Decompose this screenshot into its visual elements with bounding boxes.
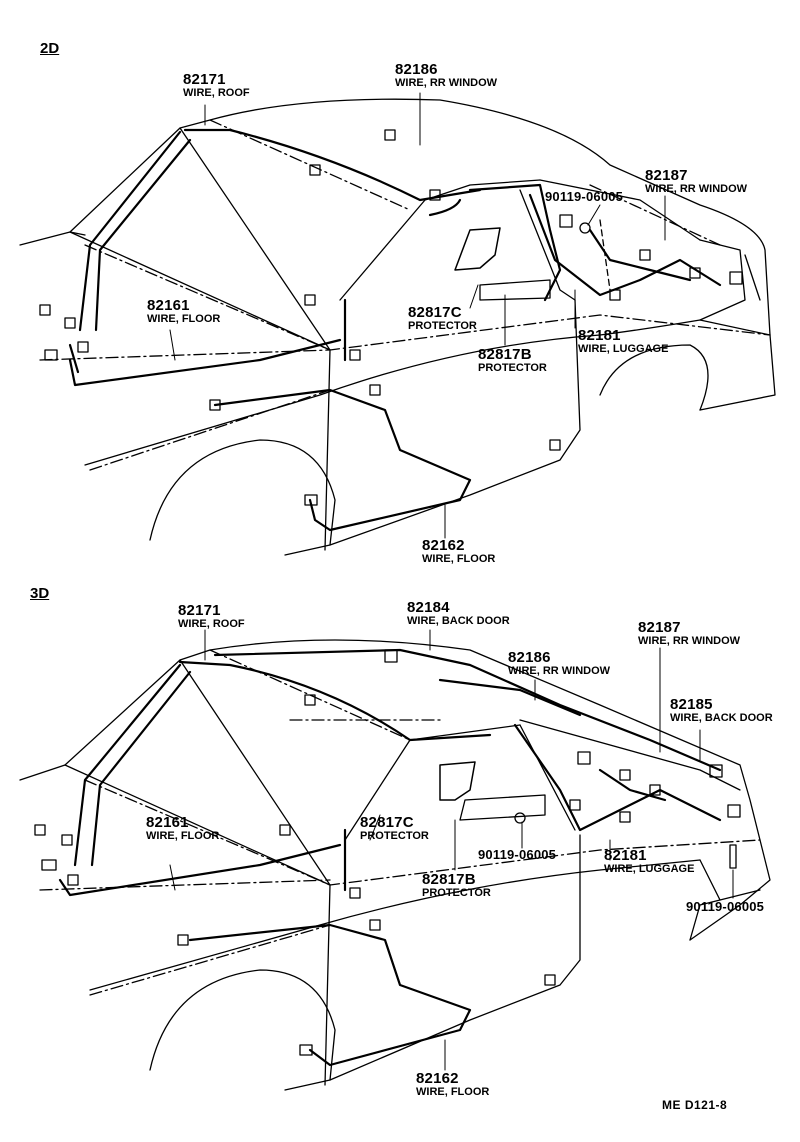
part-description: WIRE, RR WINDOW	[638, 635, 741, 647]
part-number: 82171	[178, 602, 221, 619]
part-number: 82184	[407, 599, 450, 616]
part-description: WIRE, ROOF	[183, 87, 250, 99]
callout-3d-90119-06005-a: 90119-06005	[478, 848, 556, 861]
part-number: 82187	[638, 619, 681, 636]
part-number: 82817B	[478, 346, 532, 363]
car-2d-wires	[68, 128, 722, 532]
part-number: 82817B	[422, 871, 476, 888]
part-number: 90119-06005	[686, 899, 765, 914]
car-3d-body	[19, 639, 771, 1091]
car-2d-connectors	[39, 129, 743, 506]
part-number: 82186	[508, 649, 551, 666]
callout-3d-82187: 82187 WIRE, RR WINDOW	[638, 620, 740, 647]
part-description: WIRE, RR WINDOW	[395, 77, 498, 89]
callout-3d-82817b: 82817B PROTECTOR	[422, 872, 491, 899]
callout-2d-82181: 82181 WIRE, LUGGAGE	[578, 328, 668, 355]
part-description: WIRE, LUGGAGE	[578, 343, 669, 355]
callout-3d-82817c: 82817C PROTECTOR	[360, 815, 429, 842]
callout-3d-82184: 82184 WIRE, BACK DOOR	[407, 600, 510, 627]
part-description: WIRE, RR WINDOW	[508, 665, 611, 677]
part-description: PROTECTOR	[360, 830, 429, 842]
part-description: PROTECTOR	[478, 362, 547, 374]
part-description: PROTECTOR	[422, 887, 491, 899]
part-description: WIRE, BACK DOOR	[670, 712, 773, 724]
part-description: WIRE, FLOOR	[146, 830, 220, 842]
callout-2d-82161: 82161 WIRE, FLOOR	[147, 298, 220, 325]
part-number: 90119-06005	[545, 189, 624, 204]
part-number: 82817C	[360, 814, 414, 831]
part-number: 82187	[645, 167, 688, 184]
callout-3d-90119-06005-b: 90119-06005	[686, 900, 764, 913]
callout-3d-82162: 82162 WIRE, FLOOR	[416, 1071, 489, 1098]
callout-2d-90119-06005: 90119-06005	[545, 190, 623, 203]
callout-3d-82186: 82186 WIRE, RR WINDOW	[508, 650, 610, 677]
part-number: 82181	[578, 327, 621, 344]
car-3d-connectors	[34, 649, 741, 1056]
part-number: 82162	[416, 1070, 459, 1087]
part-description: WIRE, FLOOR	[416, 1086, 490, 1098]
callout-2d-82186: 82186 WIRE, RR WINDOW	[395, 62, 497, 89]
part-number: 82185	[670, 696, 713, 713]
callout-2d-82187: 82187 WIRE, RR WINDOW	[645, 168, 747, 195]
section-label-2d: 2D	[40, 40, 60, 57]
diagram-reference-code: ME D121-8	[662, 1098, 728, 1112]
part-number: 82186	[395, 61, 438, 78]
part-description: WIRE, FLOOR	[422, 553, 496, 565]
part-number: 82161	[146, 814, 189, 831]
part-description: WIRE, ROOF	[178, 618, 245, 630]
callout-2d-82817b: 82817B PROTECTOR	[478, 347, 547, 374]
callout-2d-82817c: 82817C PROTECTOR	[408, 305, 477, 332]
part-number: 90119-06005	[478, 847, 557, 862]
callout-3d-82171: 82171 WIRE, ROOF	[178, 603, 245, 630]
part-description: WIRE, LUGGAGE	[604, 863, 695, 875]
part-number: 82161	[147, 297, 190, 314]
part-number: 82817C	[408, 304, 462, 321]
part-number: 82162	[422, 537, 465, 554]
callout-3d-82181: 82181 WIRE, LUGGAGE	[604, 848, 694, 875]
part-number: 82181	[604, 847, 647, 864]
part-description: WIRE, RR WINDOW	[645, 183, 748, 195]
part-description: PROTECTOR	[408, 320, 477, 332]
callout-3d-82161: 82161 WIRE, FLOOR	[146, 815, 219, 842]
part-number: 82171	[183, 71, 226, 88]
part-description: WIRE, BACK DOOR	[407, 615, 510, 627]
callout-2d-82162: 82162 WIRE, FLOOR	[422, 538, 495, 565]
leaders-2d	[169, 92, 666, 539]
callout-3d-82185: 82185 WIRE, BACK DOOR	[670, 697, 773, 724]
callout-2d-82171: 82171 WIRE, ROOF	[183, 72, 250, 99]
part-description: WIRE, FLOOR	[147, 313, 221, 325]
car-3d-wires	[58, 648, 722, 1067]
section-label-3d: 3D	[30, 585, 50, 602]
leaders-3d	[169, 629, 734, 1071]
